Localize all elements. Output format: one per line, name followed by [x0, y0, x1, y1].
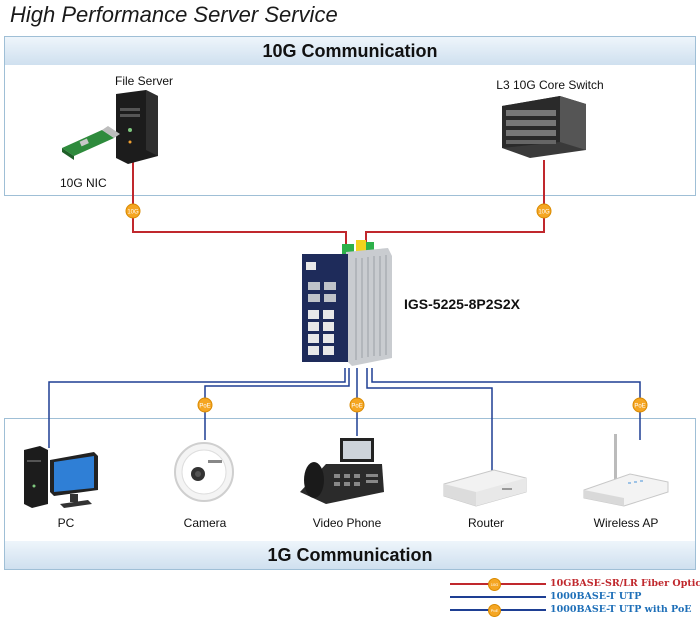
legend-badge-10g: 10G	[488, 578, 501, 591]
badge-poe-camera: PoE	[197, 397, 213, 413]
badge-poe-phone-text: PoE	[351, 404, 362, 410]
1g-band: 1G Communication	[5, 541, 695, 569]
nic-label: 10G NIC	[60, 176, 107, 190]
badge-poe-camera-text: PoE	[199, 404, 210, 410]
wireless-ap-icon	[583, 434, 669, 507]
file-server-icon	[62, 90, 158, 164]
legend-text-utp-poe: 1000BASE-T UTP with PoE	[550, 604, 692, 615]
legend-text-fiber: 10GBASE-SR/LR Fiber Optic	[550, 578, 700, 589]
badge-poe-ap: PoE	[632, 397, 648, 413]
file-server-label: File Server	[114, 74, 174, 88]
main-switch-label: IGS-5225-8P2S2X	[404, 296, 520, 312]
utp-link-pc	[48, 368, 346, 448]
badge-10g-left-text: 10G	[127, 210, 139, 216]
router-label: Router	[467, 516, 505, 530]
fiber-link-core-switch	[365, 160, 545, 246]
page-title: High Performance Server Service	[10, 2, 338, 27]
core-switch-icon	[502, 96, 586, 158]
badge-poe-ap-text: PoE	[634, 404, 645, 410]
legend-line-utp	[450, 596, 546, 598]
utp-link-wireless-ap	[371, 368, 641, 440]
legend-row-utp-poe: PoE 1000BASE-T UTP with PoE	[450, 604, 698, 617]
badge-10g-left: 10G	[125, 203, 141, 219]
legend-badge-poe: PoE	[488, 604, 501, 617]
legend-text-utp: 1000BASE-T UTP	[550, 591, 642, 602]
badge-10g-right-text: 10G	[538, 210, 550, 216]
10g-band: 10G Communication	[5, 37, 695, 65]
core-switch-label: L3 10G Core Switch	[496, 78, 604, 92]
video-phone-label: Video Phone	[312, 516, 382, 530]
utp-link-router	[366, 368, 493, 472]
utp-link-camera	[204, 368, 350, 440]
legend-row-fiber: 10G 10GBASE-SR/LR Fiber Optic	[450, 578, 700, 591]
pc-label: PC	[57, 516, 75, 530]
fiber-link-file-server	[132, 160, 347, 246]
video-phone-icon	[300, 438, 384, 504]
main-switch-icon	[302, 240, 392, 366]
badge-poe-phone: PoE	[349, 397, 365, 413]
badge-10g-right: 10G	[536, 203, 552, 219]
camera-icon	[174, 442, 234, 502]
legend-row-utp: 1000BASE-T UTP	[450, 591, 698, 603]
camera-label: Camera	[183, 516, 227, 530]
wireless-ap-label: Wireless AP	[593, 516, 659, 530]
legend: 10G 10GBASE-SR/LR Fiber Optic 1000BASE-T…	[450, 578, 700, 617]
router-icon	[443, 469, 527, 507]
pc-icon	[24, 446, 98, 508]
